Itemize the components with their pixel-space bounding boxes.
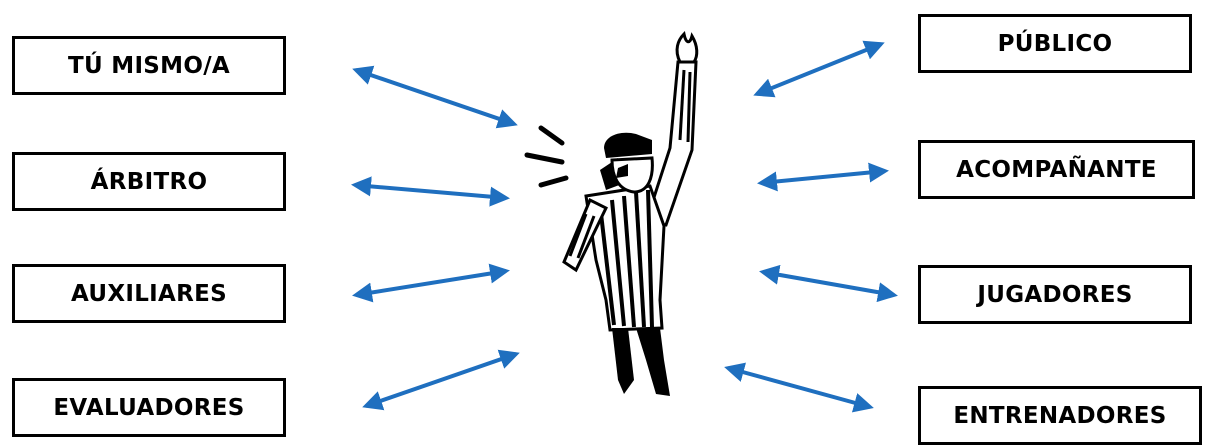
- arrow-auxiliares: [356, 271, 506, 295]
- arrow-acompanante: [761, 171, 885, 183]
- arrow-tu-mismo: [356, 70, 514, 124]
- arrows-left: [355, 70, 516, 406]
- arrows-right: [728, 44, 894, 407]
- arrow-publico: [757, 44, 881, 94]
- arrow-evaluadores: [366, 354, 516, 406]
- arrow-jugadores: [763, 272, 894, 295]
- diagram-canvas: [0, 0, 1206, 432]
- arrow-entrenadores: [728, 368, 870, 407]
- referee-whistle-icon: [527, 34, 697, 396]
- arrow-arbitro: [355, 185, 506, 198]
